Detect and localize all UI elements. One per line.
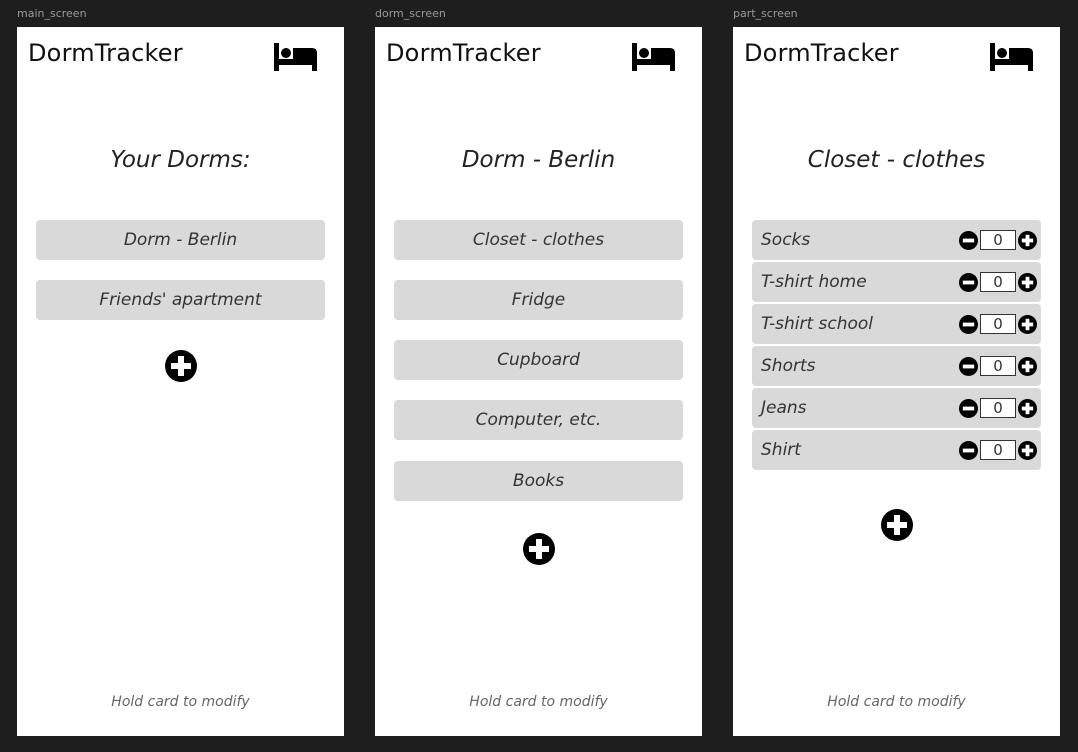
dorm-screen: DormTracker Dorm - Berlin Closet - cloth… xyxy=(375,27,702,736)
plus-circle-icon[interactable] xyxy=(1018,272,1037,292)
hint-text: Hold card to modify xyxy=(469,694,608,710)
item-row-tshirt-home[interactable]: T-shirt home 0 xyxy=(752,262,1041,302)
minus-circle-icon[interactable] xyxy=(959,314,978,334)
add-button[interactable] xyxy=(165,350,197,382)
hint-text: Hold card to modify xyxy=(827,694,966,710)
minus-circle-icon[interactable] xyxy=(959,272,978,292)
card-fridge[interactable]: Fridge xyxy=(394,280,683,320)
part-screen: DormTracker Closet - clothes Socks 0 T-s… xyxy=(733,27,1060,736)
frame-label-part: part_screen xyxy=(733,7,798,20)
card-friends-apartment[interactable]: Friends' apartment xyxy=(36,280,325,320)
hint-text: Hold card to modify xyxy=(111,694,250,710)
app-title: DormTracker xyxy=(386,39,541,67)
plus-circle-icon[interactable] xyxy=(1018,314,1037,334)
item-row-shorts[interactable]: Shorts 0 xyxy=(752,346,1041,386)
quantity-stepper: 0 xyxy=(959,272,1037,292)
minus-circle-icon[interactable] xyxy=(959,398,978,418)
minus-circle-icon[interactable] xyxy=(959,440,978,460)
app-title: DormTracker xyxy=(744,39,899,67)
frame-label-dorm: dorm_screen xyxy=(375,7,446,20)
bed-icon xyxy=(274,43,317,71)
plus-circle-icon[interactable] xyxy=(1018,398,1037,418)
quantity-field[interactable]: 0 xyxy=(980,356,1016,376)
card-books[interactable]: Books xyxy=(394,461,683,501)
quantity-stepper: 0 xyxy=(959,398,1037,418)
add-button[interactable] xyxy=(881,509,913,541)
item-label: Shirt xyxy=(761,440,801,460)
plus-circle-icon[interactable] xyxy=(1018,440,1037,460)
quantity-stepper: 0 xyxy=(959,356,1037,376)
card-dorm-berlin[interactable]: Dorm - Berlin xyxy=(36,220,325,260)
card-closet-clothes[interactable]: Closet - clothes xyxy=(394,220,683,260)
item-label: T-shirt home xyxy=(761,272,867,292)
quantity-stepper: 0 xyxy=(959,440,1037,460)
bed-icon xyxy=(990,43,1033,71)
quantity-field[interactable]: 0 xyxy=(980,230,1016,250)
app-title: DormTracker xyxy=(28,39,183,67)
quantity-stepper: 0 xyxy=(959,314,1037,334)
add-button[interactable] xyxy=(523,533,555,565)
quantity-field[interactable]: 0 xyxy=(980,272,1016,292)
item-row-shirt[interactable]: Shirt 0 xyxy=(752,430,1041,470)
page-heading: Your Dorms: xyxy=(110,147,251,173)
card-cupboard[interactable]: Cupboard xyxy=(394,340,683,380)
item-row-jeans[interactable]: Jeans 0 xyxy=(752,388,1041,428)
item-row-socks[interactable]: Socks 0 xyxy=(752,220,1041,260)
quantity-stepper: 0 xyxy=(959,230,1037,250)
quantity-field[interactable]: 0 xyxy=(980,398,1016,418)
quantity-field[interactable]: 0 xyxy=(980,440,1016,460)
item-label: Socks xyxy=(761,230,811,250)
plus-circle-icon[interactable] xyxy=(1018,230,1037,250)
plus-circle-icon[interactable] xyxy=(1018,356,1037,376)
item-row-tshirt-school[interactable]: T-shirt school 0 xyxy=(752,304,1041,344)
page-heading: Dorm - Berlin xyxy=(461,147,616,173)
minus-circle-icon[interactable] xyxy=(959,356,978,376)
main-screen: DormTracker Your Dorms: Dorm - Berlin Fr… xyxy=(17,27,344,736)
item-label: Jeans xyxy=(761,398,807,418)
card-computer[interactable]: Computer, etc. xyxy=(394,400,683,440)
frame-label-main: main_screen xyxy=(17,7,87,20)
quantity-field[interactable]: 0 xyxy=(980,314,1016,334)
item-label: Shorts xyxy=(761,356,816,376)
item-label: T-shirt school xyxy=(761,314,874,334)
page-heading: Closet - clothes xyxy=(807,147,986,173)
bed-icon xyxy=(632,43,675,71)
minus-circle-icon[interactable] xyxy=(959,230,978,250)
